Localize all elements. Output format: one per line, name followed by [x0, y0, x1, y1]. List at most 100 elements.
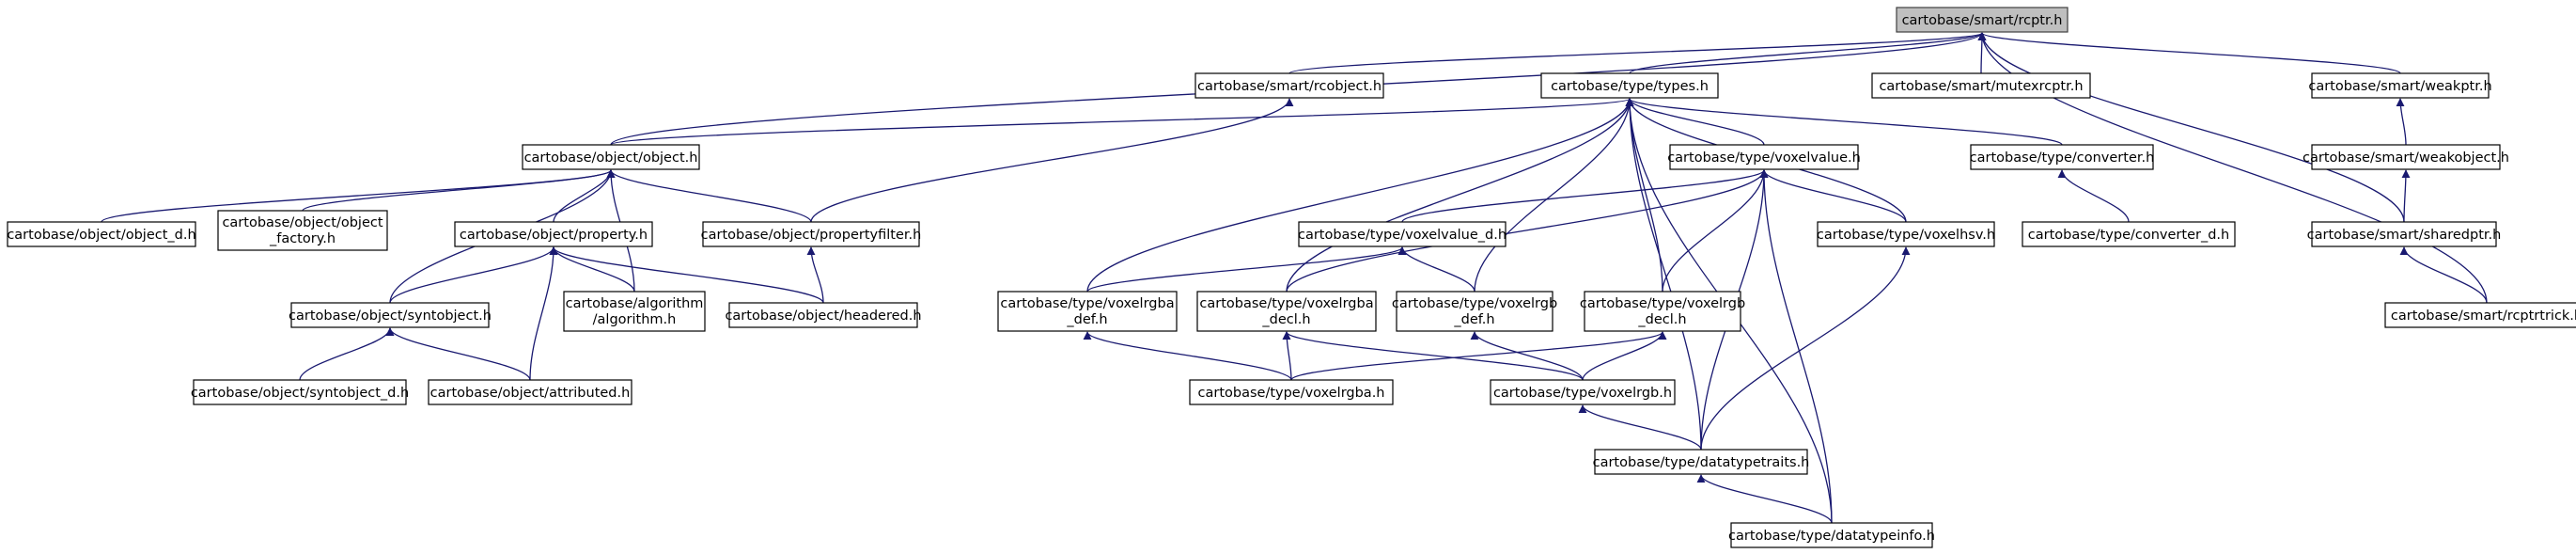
node-syntobject_d[interactable]: cartobase/object/syntobject_d.h: [191, 379, 409, 405]
node-box-converter_d[interactable]: [2022, 221, 2236, 247]
edge-converter-to-types: [1625, 98, 2063, 146]
node-label-rcptrtrick-0: cartobase/smart/rcptrtrick.h: [2391, 309, 2576, 324]
node-object_factory[interactable]: cartobase/object/object_factory.h: [217, 210, 388, 251]
edge-propertyfilter-to-object: [606, 169, 812, 223]
edge-mutexrcptr-to-rcptr: [1977, 32, 1987, 74]
node-box-voxelvalue[interactable]: [1669, 144, 1859, 170]
node-propertyfilter[interactable]: cartobase/object/propertyfilter.h: [701, 221, 922, 247]
node-label-voxelrgba_decl-1: _decl.h: [1261, 312, 1310, 327]
node-headered[interactable]: cartobase/object/headered.h: [725, 302, 922, 328]
node-rcptrtrick[interactable]: cartobase/smart/rcptrtrick.h: [2384, 302, 2576, 328]
edge-voxelrgba-to-voxelrgba_decl: [1282, 331, 1292, 381]
node-box-voxelhsv[interactable]: [1817, 221, 1995, 247]
node-box-voxelrgb_decl[interactable]: [1584, 291, 1741, 332]
node-syntobject[interactable]: cartobase/object/syntobject.h: [289, 302, 492, 328]
edge-datatypetraits-to-voxelhsv: [1700, 246, 1911, 451]
node-rcptr[interactable]: cartobase/smart/rcptr.h: [1896, 7, 2069, 33]
node-label-syntobject-0: cartobase/object/syntobject.h: [289, 309, 492, 324]
node-box-voxelrgba_def[interactable]: [997, 291, 1178, 332]
node-voxelrgba_def[interactable]: cartobase/type/voxelrgba_def.h: [997, 291, 1178, 332]
node-label-types-0: cartobase/type/types.h: [1551, 79, 1709, 94]
nodes-layer: cartobase/smart/rcptr.h cartobase/smart/r…: [7, 7, 2576, 548]
node-attributed[interactable]: cartobase/object/attributed.h: [428, 379, 632, 405]
edge-voxelrgb_decl-to-types: [1625, 98, 1663, 293]
edges-layer: [101, 32, 2488, 524]
node-box-rcptrtrick[interactable]: [2384, 302, 2576, 328]
node-algorithm[interactable]: cartobase/algorithm/algorithm.h: [563, 291, 706, 332]
node-voxelrgb[interactable]: cartobase/type/voxelrgb.h: [1490, 379, 1676, 405]
edge-datatypeinfo-to-datatypetraits: [1696, 474, 1833, 524]
node-mutexrcptr[interactable]: cartobase/smart/mutexrcptr.h: [1871, 72, 2091, 99]
node-voxelrgba[interactable]: cartobase/type/voxelrgba.h: [1189, 379, 1394, 405]
edge-voxelvalue-to-types: [1625, 98, 1765, 146]
node-box-headered[interactable]: [728, 302, 918, 328]
edge-object-to-types: [610, 98, 1633, 146]
node-property[interactable]: cartobase/object/property.h: [454, 221, 653, 247]
node-label-weakobject-0: cartobase/smart/weakobject.h: [2303, 150, 2509, 166]
edge-voxelrgb-to-voxelrgb_decl: [1582, 331, 1667, 381]
node-voxelhsv[interactable]: cartobase/type/voxelhsv.h: [1817, 221, 1995, 247]
edge-voxelhsv-to-voxelvalue: [1759, 169, 1907, 223]
edge-sharedptr-to-rcptr: [1977, 32, 2405, 223]
node-label-voxelrgb_def-1: _def.h: [1453, 312, 1494, 327]
node-box-weakobject[interactable]: [2311, 144, 2501, 170]
node-box-weakptr[interactable]: [2311, 72, 2490, 99]
node-box-voxelvalue_d[interactable]: [1298, 221, 1507, 247]
node-converter_d[interactable]: cartobase/type/converter_d.h: [2022, 221, 2236, 247]
node-box-syntobject[interactable]: [290, 302, 490, 328]
node-voxelrgb_def[interactable]: cartobase/type/voxelrgb_def.h: [1392, 291, 1557, 332]
node-label-object_factory-1: _factory.h: [269, 231, 336, 246]
node-converter[interactable]: cartobase/type/converter.h: [1970, 144, 2155, 170]
edge-datatypeinfo-to-voxelvalue: [1759, 169, 1833, 524]
node-voxelvalue_d[interactable]: cartobase/type/voxelvalue_d.h: [1298, 221, 1507, 247]
node-label-datatypetraits-0: cartobase/type/datatypetraits.h: [1593, 455, 1810, 470]
node-box-voxelrgb_def[interactable]: [1396, 291, 1553, 332]
node-box-datatypetraits[interactable]: [1594, 449, 1808, 475]
node-box-types[interactable]: [1540, 72, 1719, 99]
node-box-syntobject_d[interactable]: [193, 379, 407, 405]
edge-voxelrgb_decl-to-voxelvalue: [1662, 169, 1769, 293]
node-box-attributed[interactable]: [428, 379, 632, 405]
edge-attributed-to-syntobject: [385, 327, 531, 381]
node-box-voxelrgb[interactable]: [1490, 379, 1676, 405]
node-label-voxelrgba_def-1: _def.h: [1066, 312, 1107, 327]
node-weakptr[interactable]: cartobase/smart/weakptr.h: [2308, 72, 2492, 99]
node-label-algorithm-0: cartobase/algorithm: [566, 296, 704, 311]
node-voxelvalue[interactable]: cartobase/type/voxelvalue.h: [1667, 144, 1861, 170]
node-box-rcobject[interactable]: [1194, 72, 1384, 99]
node-sharedptr[interactable]: cartobase/smart/sharedptr.h: [2307, 221, 2502, 247]
node-label-attributed-0: cartobase/object/attributed.h: [430, 386, 631, 401]
node-datatypeinfo[interactable]: cartobase/type/datatypeinfo.h: [1728, 522, 1935, 548]
edge-rcobject-to-rcptr: [1288, 32, 1987, 74]
node-box-rcptr[interactable]: [1896, 7, 2069, 33]
edge-datatypetraits-to-types: [1625, 98, 1702, 451]
node-box-converter[interactable]: [1970, 144, 2154, 170]
node-box-property[interactable]: [454, 221, 653, 247]
node-box-mutexrcptr[interactable]: [1871, 72, 2091, 99]
edge-voxelrgba-to-voxelrgb_decl: [1290, 331, 1667, 381]
node-box-algorithm[interactable]: [563, 291, 706, 332]
edge-syntobject-to-property: [389, 246, 558, 304]
node-object_d[interactable]: cartobase/object/object_d.h: [7, 221, 196, 247]
node-box-propertyfilter[interactable]: [702, 221, 920, 247]
node-datatypetraits[interactable]: cartobase/type/datatypetraits.h: [1593, 449, 1810, 475]
node-box-voxelrgba[interactable]: [1189, 379, 1394, 405]
node-types[interactable]: cartobase/type/types.h: [1540, 72, 1719, 99]
node-rcobject[interactable]: cartobase/smart/rcobject.h: [1194, 72, 1384, 99]
node-weakobject[interactable]: cartobase/smart/weakobject.h: [2303, 144, 2509, 170]
node-box-object_factory[interactable]: [217, 210, 388, 251]
node-object[interactable]: cartobase/object/object.h: [522, 144, 700, 170]
node-box-datatypeinfo[interactable]: [1730, 522, 1933, 548]
node-label-syntobject_d-0: cartobase/object/syntobject_d.h: [191, 386, 409, 401]
edge-voxelrgb-to-voxelrgb_def: [1470, 331, 1584, 381]
node-voxelrgba_decl[interactable]: cartobase/type/voxelrgba_decl.h: [1196, 291, 1377, 332]
node-voxelrgb_decl[interactable]: cartobase/type/voxelrgb_decl.h: [1580, 291, 1745, 332]
node-label-propertyfilter-0: cartobase/object/propertyfilter.h: [701, 228, 922, 243]
edge-voxelrgba_def-to-types: [1086, 98, 1634, 293]
node-box-sharedptr[interactable]: [2311, 221, 2497, 247]
node-box-voxelrgba_decl[interactable]: [1196, 291, 1377, 332]
node-box-object[interactable]: [522, 144, 700, 170]
node-label-rcptr-0: cartobase/smart/rcptr.h: [1902, 13, 2063, 28]
node-box-object_d[interactable]: [7, 221, 196, 247]
edge-voxelvalue_d-to-voxelvalue: [1401, 169, 1769, 223]
